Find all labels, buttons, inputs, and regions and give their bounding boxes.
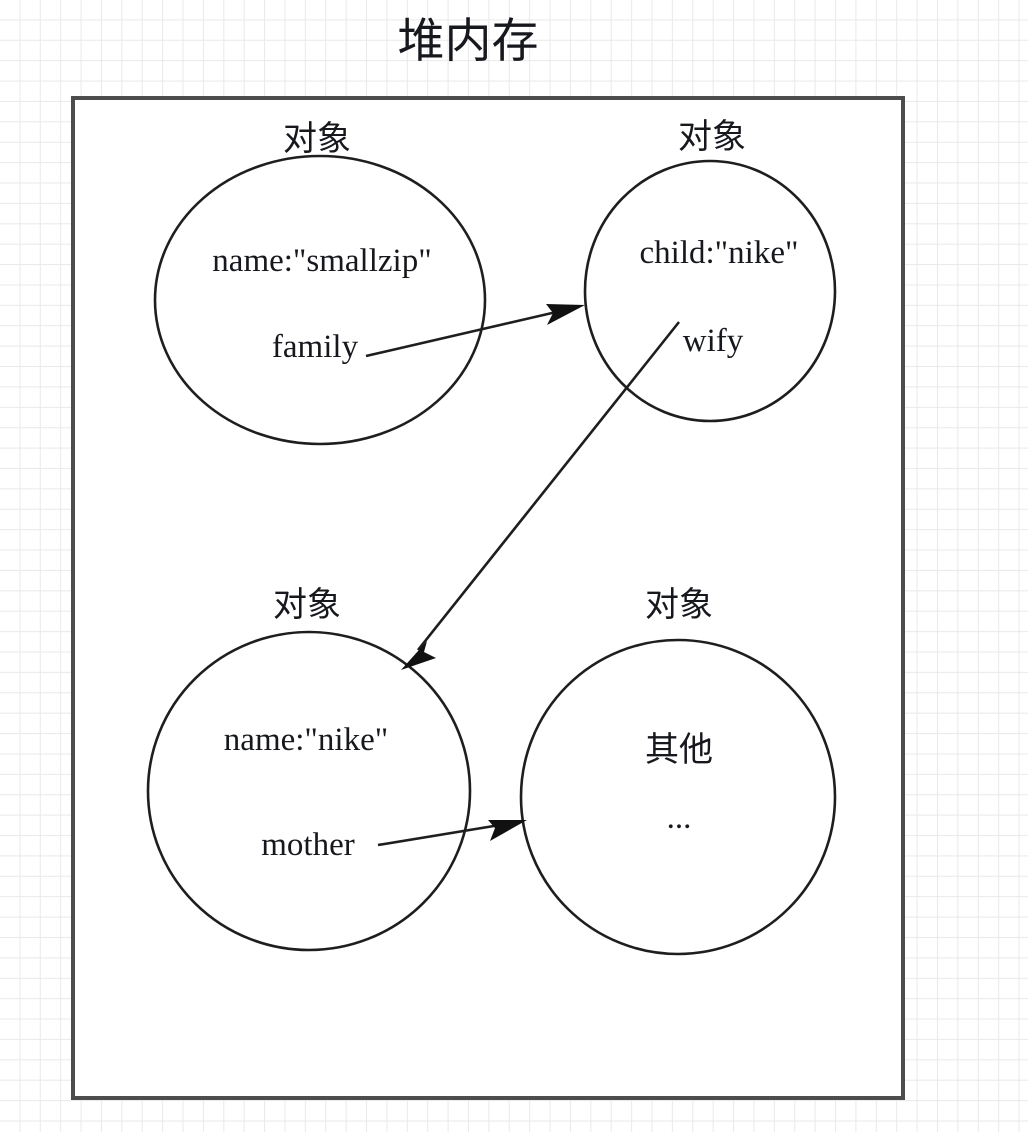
node-smallzip-line1: name:"smallzip"	[212, 243, 431, 279]
page-title: 堆内存	[398, 16, 539, 68]
object-label-wify: 对象	[678, 118, 746, 156]
node-smallzip-line2: family	[272, 329, 359, 365]
node-other-line1: 其他	[645, 732, 713, 769]
node-wify-line2: wify	[683, 323, 744, 359]
object-label-smallzip: 对象	[283, 120, 351, 158]
object-label-nike: 对象	[273, 586, 341, 624]
object-node-nike[interactable]	[146, 630, 472, 952]
edge-family-to-wify	[365, 304, 585, 358]
edge-wify-to-nike-arrowhead	[401, 641, 436, 670]
object-node-smallzip[interactable]	[153, 154, 487, 446]
object-label-other: 对象	[645, 586, 713, 624]
node-nike-line2: mother	[261, 827, 354, 863]
edge-wify-to-nike	[401, 321, 681, 670]
edge-mother-to-other	[377, 820, 527, 847]
object-node-wify[interactable]	[583, 159, 837, 423]
edge-mother-to-other-arrowhead	[488, 820, 527, 841]
node-nike-line1: name:"nike"	[224, 722, 388, 758]
edge-wify-to-nike-line	[416, 321, 681, 651]
edge-mother-to-other-line	[377, 822, 507, 847]
object-node-other[interactable]	[519, 638, 837, 956]
node-other-line2: ...	[667, 800, 692, 836]
node-wify-line1: child:"nike"	[640, 235, 799, 271]
edge-family-to-wify-line	[365, 308, 566, 358]
edge-family-to-wify-arrowhead	[546, 304, 585, 325]
